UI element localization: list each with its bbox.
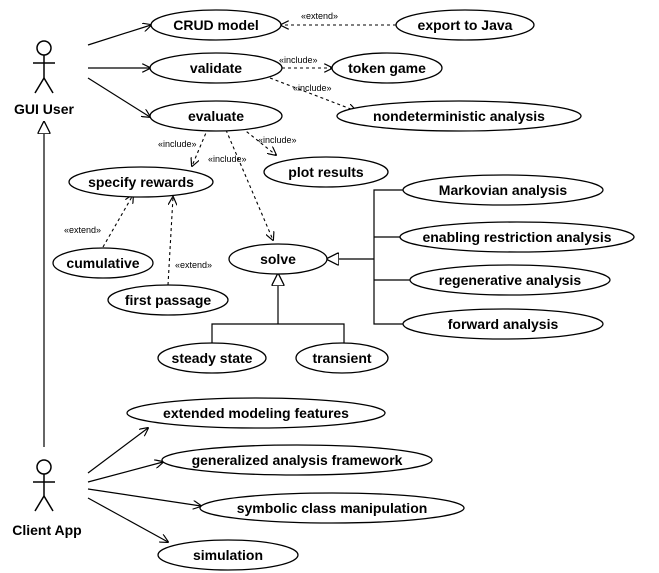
stereo-include-plot: «include» — [258, 135, 297, 145]
usecase-cumulative[interactable]: cumulative — [52, 247, 154, 279]
gui-user-figure-icon — [33, 40, 55, 94]
usecase-first-passage[interactable]: first passage — [107, 284, 229, 316]
svg-text:CRUD model: CRUD model — [173, 17, 259, 33]
assoc-gui-crud — [87, 25, 151, 46]
client-app-label: Client App — [12, 522, 81, 538]
usecase-nondeterministic-analysis[interactable]: nondeterministic analysis — [336, 100, 582, 132]
usecase-crud-model[interactable]: CRUD model — [150, 9, 282, 41]
svg-text:symbolic class manipulation: symbolic class manipulation — [237, 500, 428, 516]
svg-text:nondeterministic analysis: nondeterministic analysis — [373, 108, 545, 124]
usecase-token-game[interactable]: token game — [331, 52, 443, 84]
svg-text:export to Java: export to Java — [418, 17, 513, 33]
dep-cumulative-rewards — [102, 195, 133, 248]
usecase-markovian-analysis[interactable]: Markovian analysis — [402, 174, 604, 206]
assoc-gui-evaluate — [87, 77, 150, 117]
dep-evaluate-rewards — [192, 127, 209, 166]
svg-text:first passage: first passage — [125, 292, 212, 308]
assoc-client-symbolic — [87, 488, 201, 506]
svg-text:validate: validate — [190, 60, 242, 76]
svg-text:simulation: simulation — [193, 547, 263, 563]
svg-text:forward analysis: forward analysis — [448, 316, 559, 332]
svg-text:token game: token game — [348, 60, 426, 76]
svg-text:generalized analysis framework: generalized analysis framework — [192, 452, 403, 468]
usecase-extended-modeling-features[interactable]: extended modeling features — [126, 397, 386, 429]
usecase-symbolic-class-manipulation[interactable]: symbolic class manipulation — [199, 492, 465, 524]
stereo-include-solve: «include» — [208, 154, 247, 164]
assoc-client-simulation — [87, 497, 168, 542]
usecase-regenerative-analysis[interactable]: regenerative analysis — [409, 264, 611, 296]
svg-text:solve: solve — [260, 251, 296, 267]
usecase-simulation[interactable]: simulation — [157, 539, 299, 571]
dep-evaluate-plot — [241, 127, 276, 155]
stereo-include-nondet: «include» — [293, 83, 332, 93]
svg-text:cumulative: cumulative — [66, 255, 139, 271]
actor-gui-user[interactable]: GUI User — [14, 40, 75, 117]
svg-text:specify rewards: specify rewards — [88, 174, 194, 190]
gui-user-label: GUI User — [14, 101, 74, 117]
usecase-specify-rewards[interactable]: specify rewards — [68, 166, 214, 198]
stereo-extend-cumulative: «extend» — [64, 225, 101, 235]
dep-firstpassage-rewards — [167, 197, 173, 286]
usecase-export-to-java[interactable]: export to Java — [395, 9, 535, 41]
svg-text:enabling restriction analysis: enabling restriction analysis — [422, 229, 611, 245]
svg-text:plot results: plot results — [288, 164, 364, 180]
usecase-enabling-restriction-analysis[interactable]: enabling restriction analysis — [399, 221, 635, 253]
stereo-include-token: «include» — [279, 55, 318, 65]
usecase-evaluate[interactable]: evaluate — [149, 100, 283, 132]
assoc-client-generalized — [87, 462, 163, 483]
stereo-extend-export: «extend» — [301, 11, 338, 21]
client-app-figure-icon — [33, 459, 55, 512]
svg-text:transient: transient — [312, 350, 371, 366]
usecase-generalized-analysis-framework[interactable]: generalized analysis framework — [161, 444, 433, 476]
svg-text:regenerative analysis: regenerative analysis — [439, 272, 582, 288]
gen-solve-children-bus — [211, 323, 345, 343]
usecase-solve[interactable]: solve — [228, 243, 328, 275]
gen-analyses-bus — [373, 189, 403, 325]
svg-text:Markovian analysis: Markovian analysis — [439, 182, 568, 198]
dep-evaluate-solve — [225, 129, 273, 240]
stereo-include-rewards: «include» — [158, 139, 197, 149]
usecase-forward-analysis[interactable]: forward analysis — [402, 308, 604, 340]
actor-client-app[interactable]: Client App — [12, 459, 82, 538]
usecase-validate[interactable]: validate — [149, 52, 283, 84]
usecase-transient[interactable]: transient — [295, 342, 389, 374]
stereo-extend-firstpassage: «extend» — [175, 260, 212, 270]
svg-text:evaluate: evaluate — [188, 108, 244, 124]
usecase-plot-results[interactable]: plot results — [263, 156, 389, 188]
usecase-steady-state[interactable]: steady state — [157, 342, 267, 374]
assoc-client-extended — [87, 428, 148, 474]
svg-text:steady state: steady state — [172, 350, 253, 366]
svg-text:extended modeling features: extended modeling features — [163, 405, 349, 421]
